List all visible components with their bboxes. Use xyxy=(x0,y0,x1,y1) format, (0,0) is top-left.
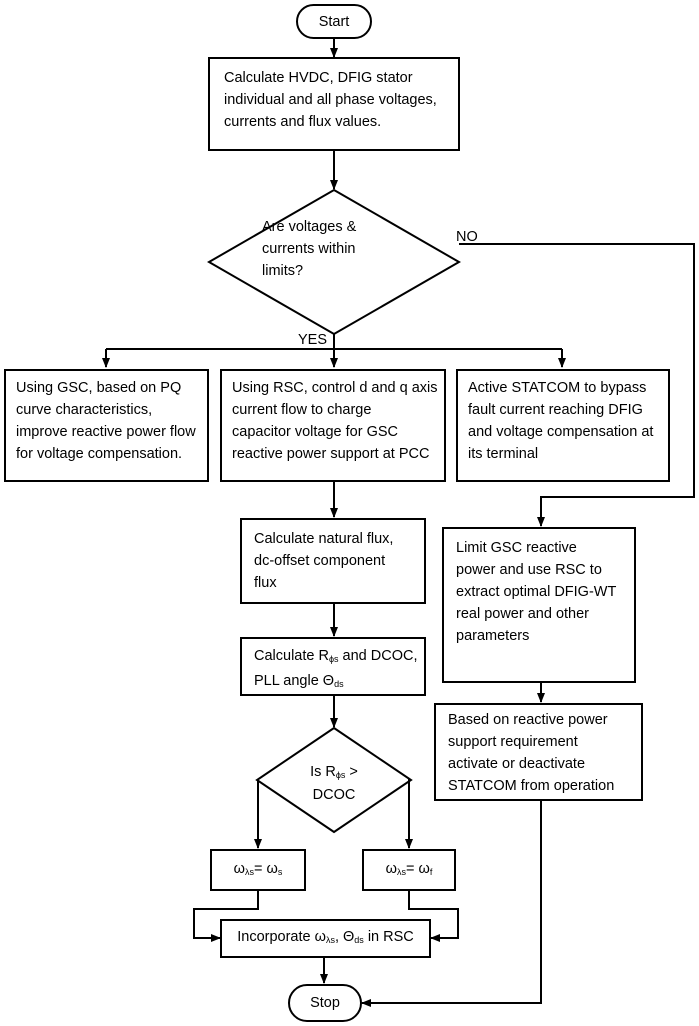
calc-r-prefix: Calculate R xyxy=(254,648,329,664)
limit-gsc-line-1: Limit GSC reactive xyxy=(456,540,577,556)
arrow-decision-right xyxy=(405,779,413,849)
decision-r-subscript: ϕs xyxy=(335,770,346,780)
omega-s-w: ω xyxy=(233,860,245,877)
reactive-support-box: Based on reactive power support requirem… xyxy=(434,703,643,801)
stop-terminator: Stop xyxy=(288,984,362,1022)
calc-hvdc-box: Calculate HVDC, DFIG stator individual a… xyxy=(208,57,460,151)
statcom-line-2: fault current reaching DFIG xyxy=(468,402,643,418)
incorporate-suffix: in RSC xyxy=(363,929,414,945)
calc-r-pll-text: PLL angle Θ xyxy=(254,673,335,689)
rsc-box: Using RSC, control d and q axis current … xyxy=(220,369,446,482)
omega-s-eq: = ω xyxy=(254,860,278,877)
omega-s-w-sub: λs xyxy=(245,866,254,877)
calc-r-box: Calculate Rϕs and DCOC, PLL angle Θds xyxy=(240,637,426,696)
incorporate-w-sub: λs xyxy=(325,935,335,945)
calc-hvdc-line-1: Calculate HVDC, DFIG stator xyxy=(224,70,413,86)
calc-r-line-2: PLL angle Θds xyxy=(254,670,412,695)
stop-label: Stop xyxy=(310,995,340,1011)
omega-s-box: ωλs= ωs xyxy=(210,849,306,891)
omega-s-text: ωλs= ωs xyxy=(234,858,283,883)
gsc-line-1: Using GSC, based on PQ xyxy=(16,380,182,396)
omega-f-rhs-sub: f xyxy=(429,866,433,877)
decision-r-diamond xyxy=(255,726,413,834)
gsc-line-2: curve characteristics, xyxy=(16,402,153,418)
decision-limits-text: Are voltages & currents within limits? xyxy=(262,216,392,282)
decision-r-prefix: Is R xyxy=(310,764,336,780)
calc-hvdc-line-3: currents and flux values. xyxy=(224,114,382,130)
incorporate-theta-sub: ds xyxy=(354,935,364,945)
arrow-omegas-to-incorporate xyxy=(193,891,259,942)
omega-f-w: ω xyxy=(385,860,397,877)
incorporate-text: Incorporate ωλs, Θds in RSC xyxy=(237,926,414,951)
incorporate-prefix: Incorporate ω xyxy=(237,929,326,945)
gsc-box: Using GSC, based on PQ curve characteris… xyxy=(4,369,209,482)
gsc-line-3: improve reactive power flow xyxy=(16,424,196,440)
reactive-line-1: Based on reactive power xyxy=(448,712,608,728)
decision-r-line-2: DCOC xyxy=(312,787,356,803)
natural-flux-line-2: dc-offset component xyxy=(254,553,386,569)
reactive-line-2: support requirement xyxy=(448,734,578,750)
statcom-line-4: its terminal xyxy=(468,446,539,462)
calc-r-line-1: Calculate Rϕs and DCOC, xyxy=(254,645,417,670)
no-label: NO xyxy=(456,229,478,245)
yes-label: YES xyxy=(298,332,328,348)
calc-r-theta-subscript: ds xyxy=(334,679,344,689)
gsc-line-4: for voltage compensation. xyxy=(16,446,183,462)
decision-r-line-1: Is Rϕs > xyxy=(294,762,374,785)
decision-r-suffix: > xyxy=(345,764,358,780)
omega-f-w-sub: λs xyxy=(396,866,406,877)
limit-gsc-box: Limit GSC reactive power and use RSC to … xyxy=(442,527,636,683)
decision-r-text: Is Rϕs > DCOC xyxy=(294,762,374,805)
limit-gsc-line-3: extract optimal DFIG-WT xyxy=(456,584,617,600)
start-label: Start xyxy=(318,13,350,30)
decision-limits-line-3: limits? xyxy=(262,263,304,279)
rsc-line-1: Using RSC, control d and q axis xyxy=(232,380,438,396)
arrow-no-path xyxy=(459,243,695,527)
natural-flux-line-3: flux xyxy=(254,575,277,591)
incorporate-mid: , Θ xyxy=(334,929,355,945)
rsc-line-3: capacitor voltage for GSC xyxy=(232,424,399,440)
start-terminator: Start xyxy=(296,4,372,39)
limit-gsc-line-5: parameters xyxy=(456,628,530,644)
reactive-line-3: activate or deactivate xyxy=(448,756,586,772)
reactive-line-4: STATCOM from operation xyxy=(448,778,615,794)
limit-gsc-line-4: real power and other xyxy=(456,606,589,622)
calc-hvdc-line-2: individual and all phase voltages, xyxy=(224,92,437,108)
omega-f-box: ωλs= ωf xyxy=(362,849,456,891)
incorporate-box: Incorporate ωλs, Θds in RSC xyxy=(220,919,431,958)
calc-r-mid: and DCOC, xyxy=(338,648,418,664)
statcom-line-3: and voltage compensation at xyxy=(468,424,654,440)
omega-f-eq: = ω xyxy=(405,860,430,877)
omega-f-text: ωλs= ωf xyxy=(386,858,433,883)
decision-limits-line-1: Are voltages & xyxy=(262,219,357,235)
arrow-reactive-to-stop xyxy=(361,801,542,1007)
arrow-decision-left xyxy=(254,779,262,849)
statcom-box: Active STATCOM to bypass fault current r… xyxy=(456,369,670,482)
statcom-line-1: Active STATCOM to bypass xyxy=(468,380,647,396)
decision-limits-line-2: currents within xyxy=(262,241,356,257)
natural-flux-box: Calculate natural flux, dc-offset compon… xyxy=(240,518,426,604)
limit-gsc-line-2: power and use RSC to xyxy=(456,562,602,578)
arrow-omegaf-to-incorporate xyxy=(408,891,459,942)
omega-s-rhs-sub: s xyxy=(277,866,283,877)
rsc-line-2: current flow to charge xyxy=(232,402,372,418)
calc-r-subscript: ϕs xyxy=(328,654,339,664)
natural-flux-line-1: Calculate natural flux, xyxy=(254,531,394,547)
rsc-line-4: reactive power support at PCC xyxy=(232,446,430,462)
